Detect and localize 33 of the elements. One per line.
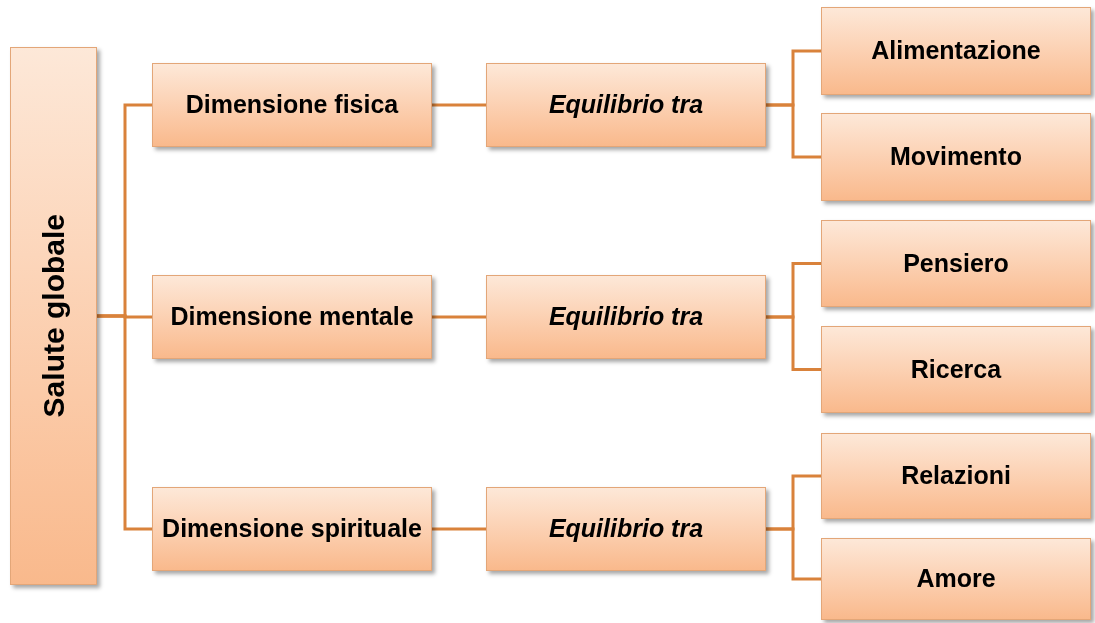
balance-box: [486, 63, 766, 147]
node-label: Equilibrio tra: [547, 89, 705, 121]
node-label: Equilibrio tra: [547, 513, 705, 545]
node-label: Relazioni: [900, 460, 1012, 492]
leaf-box: [821, 7, 1091, 95]
connector-line: [97, 314, 152, 531]
leaf-box: [821, 220, 1091, 307]
node-label: Amore: [915, 563, 997, 595]
balance-box: [486, 275, 766, 359]
dimension-box: [152, 487, 432, 571]
balance-box: [486, 487, 766, 571]
node-label: Dimensione spirituale: [161, 513, 423, 545]
leaf-box: [821, 538, 1091, 620]
node-label: Movimento: [889, 141, 1023, 173]
connector-line: [766, 103, 821, 159]
node-label: Salute globale: [38, 214, 69, 418]
dimension-box: [152, 63, 432, 147]
node-label: Alimentazione: [870, 35, 1042, 67]
leaf-box: [821, 326, 1091, 413]
root-box: [10, 47, 97, 585]
connector-line: [432, 103, 486, 107]
connector-line: [766, 527, 821, 581]
node-label: Ricerca: [909, 353, 1003, 385]
node-label: Dimensione mentale: [169, 301, 415, 333]
node-label: Equilibrio tra: [547, 301, 705, 333]
node-label: Dimensione fisica: [184, 89, 400, 121]
connector-line: [432, 315, 486, 319]
connector-line: [766, 315, 821, 371]
node-label: Pensiero: [902, 247, 1010, 279]
leaf-box: [821, 433, 1091, 519]
connector-line: [432, 527, 486, 531]
leaf-box: [821, 113, 1091, 201]
dimension-box: [152, 275, 432, 359]
